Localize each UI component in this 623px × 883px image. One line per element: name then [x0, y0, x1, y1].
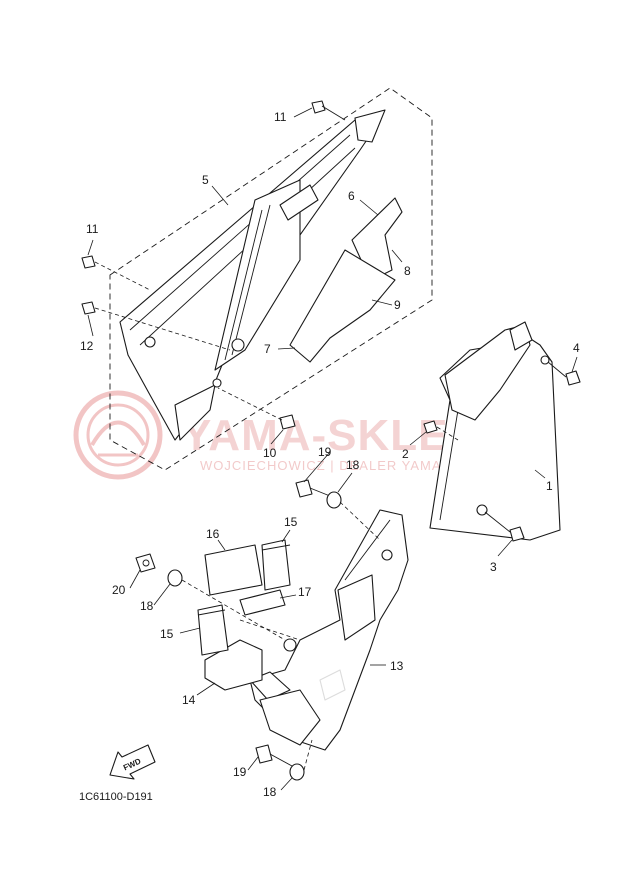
callout-3: 3 [490, 560, 497, 574]
part-17-spacer [239, 589, 301, 641]
callout-20: 20 [112, 583, 126, 597]
part-19-bolt-upper [295, 479, 331, 498]
part-2-grommet [423, 420, 459, 441]
callout-15-upper: 15 [284, 515, 298, 529]
part-11-bolt-upper [81, 255, 151, 291]
callout-11-lower: 12 [80, 339, 94, 353]
callout-14: 14 [182, 693, 196, 707]
callout-18-mid: 18 [140, 599, 154, 613]
part-18-collar-mid [167, 569, 286, 641]
assembly-outline-dashed [109, 87, 433, 471]
watermark-subtitle: WOJCIECHOWICZ | DEALER YAMAHA [200, 458, 462, 473]
callout-12: 11 [274, 110, 287, 124]
callout-2: 2 [402, 447, 409, 461]
callout-13: 13 [390, 659, 404, 673]
callout-1: 1 [546, 479, 553, 493]
part-4-bolt [547, 361, 581, 386]
callout-18-lower: 18 [263, 785, 277, 799]
part-16-damper-block [204, 544, 263, 596]
callout-15-lower: 15 [160, 627, 174, 641]
callout-8: 8 [404, 264, 411, 278]
part-11-bolt-lower [81, 301, 231, 351]
part-12-bolt [311, 100, 346, 121]
callout-labels: 11 5 6 8 9 7 11 12 10 2 1 3 4 13 14 15 1… [80, 110, 580, 799]
part-14-plate [204, 639, 263, 691]
part-7-pad [289, 249, 396, 363]
part-15-damper-lower [197, 604, 229, 656]
callout-11-upper: 11 [86, 222, 99, 236]
callout-19-upper: 19 [318, 445, 332, 459]
part-19-bolt-lower [255, 744, 293, 767]
part-18-collar-lower [289, 739, 313, 781]
callout-16: 16 [206, 527, 220, 541]
part-15-damper-upper [261, 539, 291, 591]
fwd-arrow-icon: FWD [109, 744, 156, 780]
callout-4: 4 [573, 341, 580, 355]
callout-18-upper: 18 [346, 458, 360, 472]
leader-lines [87, 107, 578, 791]
part-18-collar-upper [326, 491, 381, 541]
part-10-grommet [217, 387, 296, 430]
callout-6: 6 [348, 189, 355, 203]
callout-5: 5 [202, 173, 209, 187]
part-20-nut [135, 553, 156, 573]
callout-17: 17 [298, 585, 312, 599]
callout-19-lower: 19 [233, 765, 247, 779]
part-3-bolt [484, 511, 525, 542]
callout-9: 9 [394, 298, 401, 312]
watermark-logo-icon [73, 390, 163, 480]
drawing-code: 1C61100-D191 [79, 791, 153, 803]
callout-10: 10 [263, 446, 277, 460]
part-1-side-cover-right [429, 321, 561, 541]
part-5-side-cover [119, 109, 386, 441]
callout-7: 7 [264, 342, 271, 356]
